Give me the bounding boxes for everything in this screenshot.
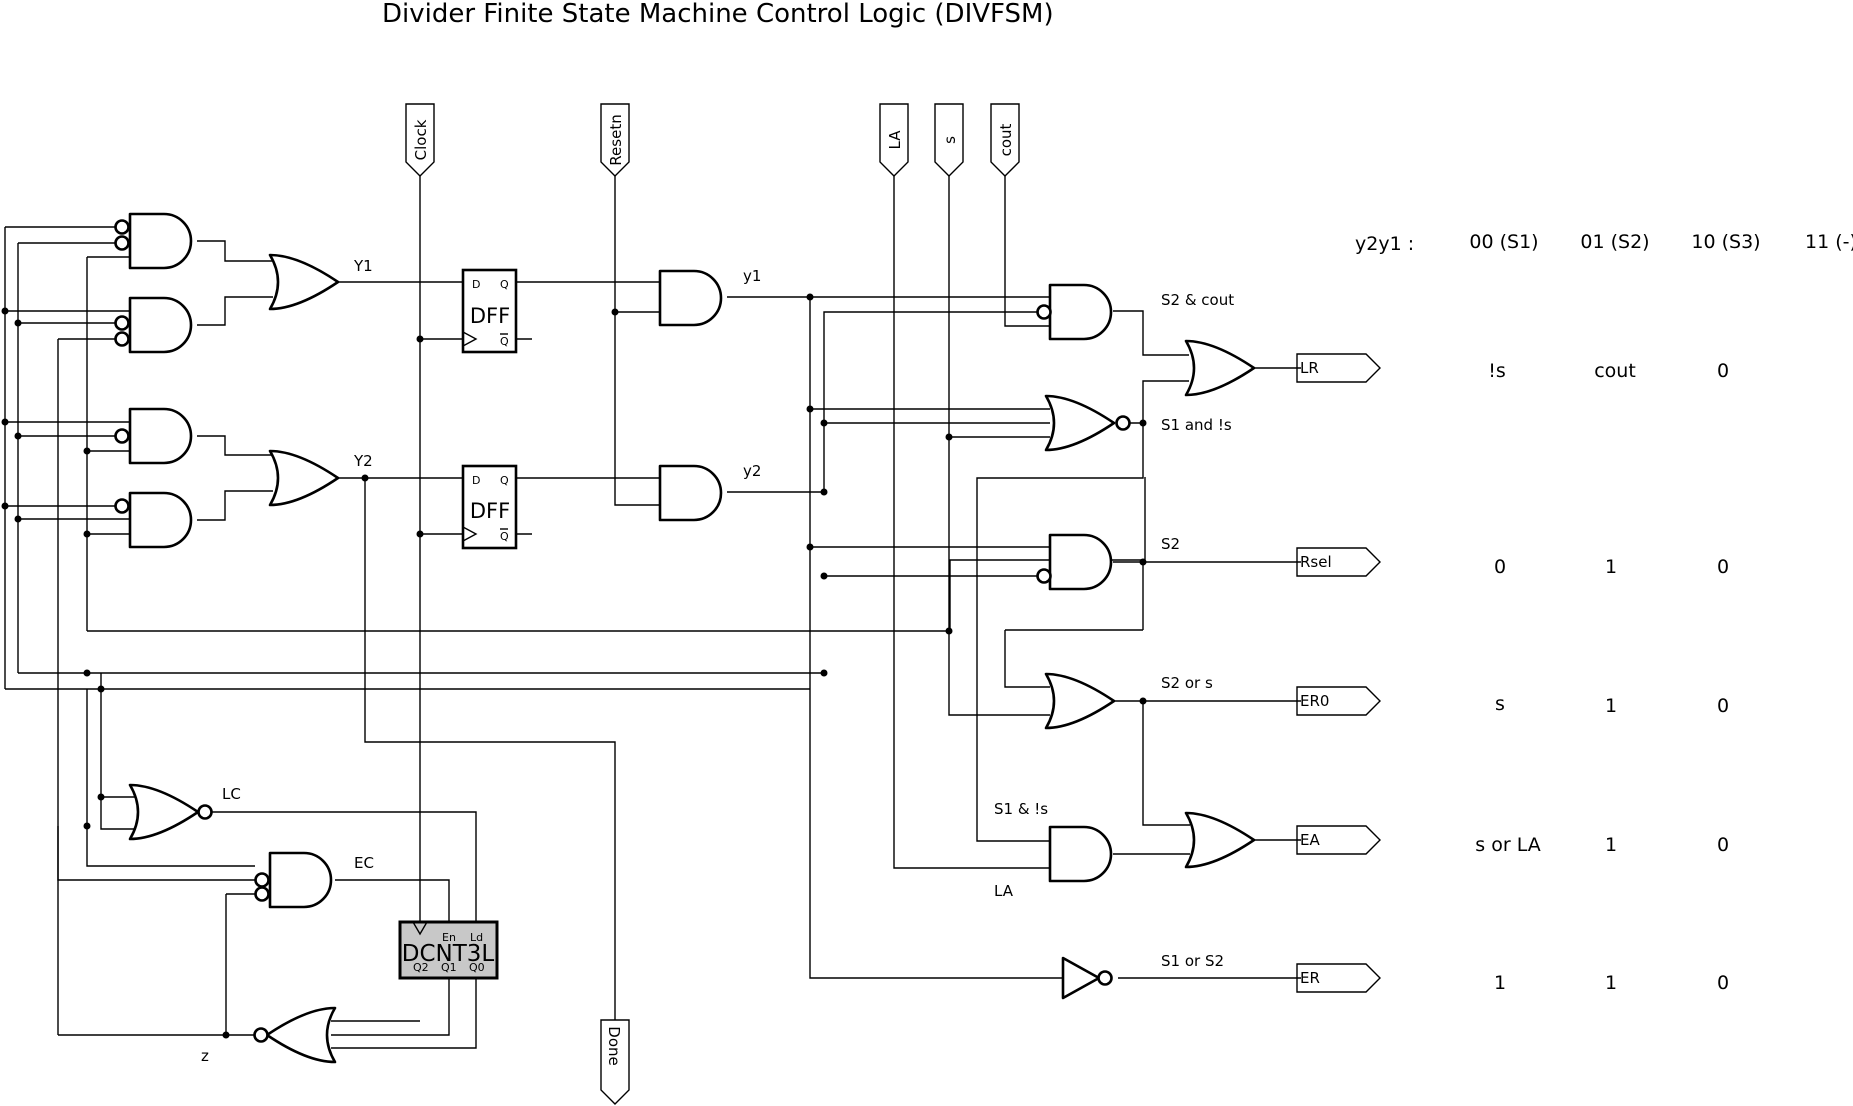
table-cell: !s xyxy=(1488,360,1506,382)
output-port-lr: LR xyxy=(1296,353,1381,383)
and-gate-reset-y1 xyxy=(658,269,723,327)
label-s1-and-not-s2: S1 & !s xyxy=(994,800,1048,818)
label-y2: y2 xyxy=(743,462,761,480)
nor-gate-z xyxy=(253,1006,337,1064)
table-cell: 1 xyxy=(1605,972,1617,994)
table-cell: 0 xyxy=(1717,834,1729,856)
label-s2-and-cout: S2 & cout xyxy=(1161,291,1234,309)
table-col-0: 00 (S1) xyxy=(1469,231,1538,253)
svg-text:DFF: DFF xyxy=(470,499,510,523)
counter-dcnt3l: En Ld DCNT3L Q2 Q1 Q0 xyxy=(398,920,499,980)
svg-text:EA: EA xyxy=(1300,831,1320,849)
input-port-s: s xyxy=(934,103,964,177)
svg-text:ER: ER xyxy=(1300,969,1320,987)
junctions xyxy=(1,293,1147,1039)
table-cell: cout xyxy=(1594,360,1636,382)
input-port-clock: Clock xyxy=(405,103,435,177)
label-EC: EC xyxy=(354,854,374,872)
svg-text:Q0: Q0 xyxy=(469,961,485,974)
and-gate-s2 xyxy=(1036,533,1113,591)
and-gate-y2-a xyxy=(114,407,193,465)
label-z: z xyxy=(201,1047,209,1065)
input-port-la: LA xyxy=(879,103,909,177)
table-col-3: 11 (-) xyxy=(1805,231,1853,253)
svg-text:s: s xyxy=(941,136,959,144)
table-cell: s or LA xyxy=(1475,834,1540,856)
svg-text:Q1: Q1 xyxy=(441,961,457,974)
label-Y2: Y2 xyxy=(353,452,373,470)
table-header-label: y2y1 : xyxy=(1355,233,1414,255)
svg-text:Q2: Q2 xyxy=(413,961,429,974)
svg-text:Q: Q xyxy=(500,474,509,487)
svg-text:LR: LR xyxy=(1300,359,1319,377)
label-s2-or-s: S2 or s xyxy=(1161,674,1213,692)
svg-text:ER0: ER0 xyxy=(1300,692,1329,710)
nor-gate-s1-not-s xyxy=(1044,394,1131,452)
svg-text:En: En xyxy=(442,931,456,944)
table-col-2: 10 (S3) xyxy=(1691,231,1760,253)
svg-text:Q: Q xyxy=(500,335,509,348)
diagram-title: Divider Finite State Machine Control Log… xyxy=(382,0,1054,29)
and-gate-y1-a xyxy=(114,212,193,270)
table-cell: 1 xyxy=(1605,556,1617,578)
table-cell: 1 xyxy=(1605,695,1617,717)
label-s2: S2 xyxy=(1161,535,1180,553)
and-gate-y2-b xyxy=(114,491,193,549)
svg-text:DCNT3L: DCNT3L xyxy=(402,941,495,967)
table-col-1: 01 (S2) xyxy=(1580,231,1649,253)
or-gate-s2-or-s xyxy=(1044,672,1116,730)
label-LC: LC xyxy=(222,785,241,803)
svg-text:D: D xyxy=(472,474,480,487)
input-port-resetn: Resetn xyxy=(600,103,630,177)
label-s1-or-s2: S1 or S2 xyxy=(1161,952,1224,970)
output-port-done: Done xyxy=(600,1019,630,1105)
table-cell: 1 xyxy=(1605,834,1617,856)
svg-text:Q: Q xyxy=(500,278,509,291)
dff-y1: D Q DFF Q xyxy=(461,268,518,354)
svg-text:Done: Done xyxy=(605,1026,623,1065)
and-gate-y1-b xyxy=(114,296,193,354)
or-gate-ea xyxy=(1184,811,1256,869)
table-cell: s xyxy=(1495,693,1505,715)
dff-y2: D Q DFF Q xyxy=(461,464,518,550)
or-gate-y1 xyxy=(268,253,340,311)
svg-text:Ld: Ld xyxy=(470,931,483,944)
output-port-rsel: Rsel xyxy=(1296,547,1381,577)
table-cell: 0 xyxy=(1717,972,1729,994)
svg-text:Clock: Clock xyxy=(412,119,430,160)
and-gate-ec xyxy=(254,851,333,909)
label-LA: LA xyxy=(994,882,1014,900)
and-gate-reset-y2 xyxy=(658,464,723,522)
label-Y1: Y1 xyxy=(353,257,373,275)
and-gate-s2-cout xyxy=(1036,283,1113,341)
output-port-ea: EA xyxy=(1296,825,1381,855)
svg-text:Rsel: Rsel xyxy=(1300,553,1332,571)
table-cell: 1 xyxy=(1494,972,1506,994)
output-port-er: ER xyxy=(1296,963,1381,993)
table-cell: 0 xyxy=(1717,695,1729,717)
table-cell: 0 xyxy=(1494,556,1506,578)
not-gate-er xyxy=(1061,956,1113,1000)
label-s1-and-not-s: S1 and !s xyxy=(1161,416,1232,434)
table-cell: 0 xyxy=(1717,360,1729,382)
svg-text:cout: cout xyxy=(997,123,1015,156)
input-port-cout: cout xyxy=(990,103,1020,177)
state-table: y2y1 : 00 (S1) 01 (S2) 10 (S3) 11 (-) !s… xyxy=(1355,231,1853,994)
svg-text:Resetn: Resetn xyxy=(607,114,625,165)
svg-text:Q: Q xyxy=(500,530,509,543)
or-gate-y2 xyxy=(268,449,340,507)
nor-gate-lc xyxy=(128,783,213,841)
table-cell: 0 xyxy=(1717,556,1729,578)
label-y1: y1 xyxy=(743,267,761,285)
svg-text:LA: LA xyxy=(886,130,904,150)
and-gate-s1-not-s xyxy=(1048,825,1113,883)
or-gate-lr xyxy=(1184,339,1256,397)
svg-text:D: D xyxy=(472,278,480,291)
wires xyxy=(4,176,1301,1049)
svg-text:DFF: DFF xyxy=(470,304,510,328)
output-port-er0: ER0 xyxy=(1296,686,1381,716)
